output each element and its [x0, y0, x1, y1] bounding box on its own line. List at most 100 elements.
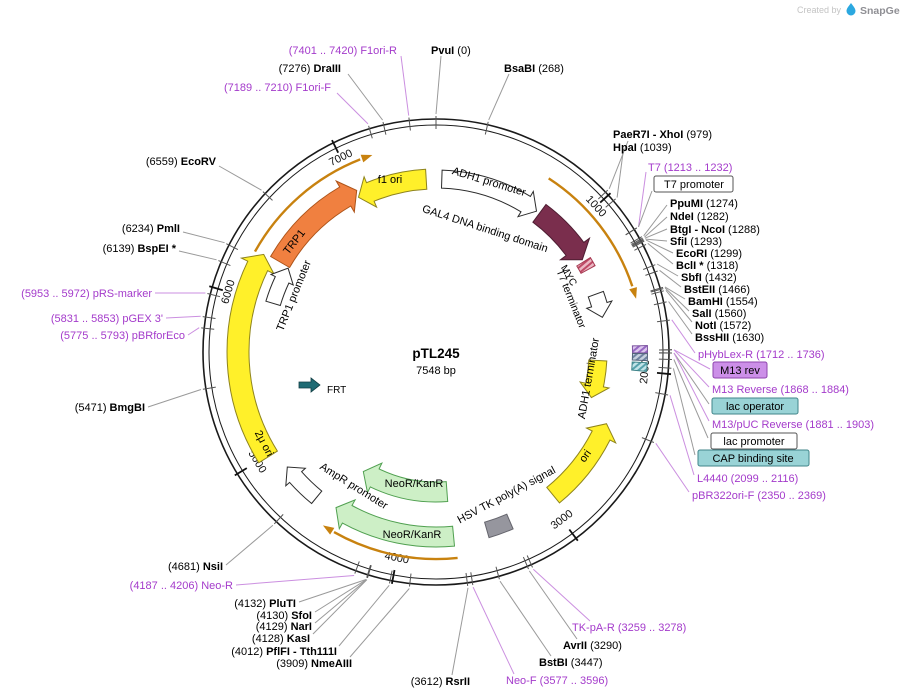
site-label-neo-f[interactable]: Neo-F (3577 .. 3596) [506, 675, 608, 687]
site-label-sali[interactable]: SalI (1560) [692, 308, 746, 320]
site-leader-pflfi-tth111i [338, 584, 390, 647]
site-label-nsii[interactable]: (4681) NsiI [168, 561, 223, 573]
site-tick-t7-promoter [625, 227, 638, 236]
site-label-pbr322ori-f[interactable]: pBR322ori-F (2350 .. 2369) [692, 490, 826, 502]
site-tick-sfii [632, 239, 644, 247]
site-leader-f1ori-f [336, 92, 369, 125]
site-label-lac-promoter[interactable]: lac promoter [710, 432, 798, 450]
site-label-pbrforeco[interactable]: (5775 .. 5793) pBRforEco [60, 330, 185, 342]
site-label-m13-reverse[interactable]: M13 Reverse (1868 .. 1884) [712, 384, 849, 396]
feature-neor-kanr-outer[interactable] [335, 498, 456, 548]
site-label-pmli[interactable]: (6234) PmlI [122, 223, 180, 235]
site-label-sbfi[interactable]: SbfI (1432) [681, 272, 737, 284]
site-label-rsrii[interactable]: (3612) RsrII [411, 676, 470, 688]
site-label-nmeaiii[interactable]: (3909) NmeAIII [276, 658, 352, 670]
feature-f1-ori[interactable] [357, 168, 428, 209]
site-label-bspei[interactable]: (6139) BspEI * [103, 243, 177, 255]
feature-label-f1-ori[interactable]: f1 ori [378, 174, 402, 186]
site-tick-tk-pa-r [526, 555, 533, 568]
site-label-ecori[interactable]: EcoRI (1299) [676, 248, 742, 260]
site-leader-nari [314, 579, 368, 624]
site-label-bsteii[interactable]: BstEII (1466) [684, 284, 750, 296]
feature-lac-operator-site[interactable] [631, 352, 649, 362]
feature-m13-rev-site[interactable] [631, 344, 649, 354]
site-label-sfoi[interactable]: (4130) SfoI [256, 610, 312, 622]
feature-adh1-terminator[interactable] [578, 359, 611, 399]
site-label-neo-r[interactable]: (4187 .. 4206) Neo-R [130, 580, 233, 592]
site-label-t7-promoter[interactable]: T7 promoter [653, 175, 734, 193]
feature-hsv-tk-polya-signal[interactable] [483, 513, 514, 539]
feature-ampr-promoter[interactable] [285, 466, 323, 505]
site-label-lac-operator[interactable]: lac operator [711, 397, 799, 415]
feature-label-neor-kanr-inner[interactable]: NeoR/KanR [385, 478, 444, 490]
site-label-ecorv[interactable]: (6559) EcoRV [146, 156, 217, 168]
site-leader-m13-reverse [673, 349, 710, 388]
site-tick-pbrforeco [201, 327, 215, 330]
site-label-m13-puc-reverse[interactable]: M13/pUC Reverse (1881 .. 1903) [712, 419, 874, 431]
site-label-btgi-ncoi[interactable]: BtgI - NcoI (1288) [670, 224, 760, 236]
site-label-pflfi-tth111i[interactable]: (4012) PflFI - Tth111I [231, 646, 337, 658]
site-tick-ppumi [630, 236, 643, 244]
site-label-sfii[interactable]: SfiI (1293) [670, 236, 722, 248]
site-leader-t7-promoter [638, 190, 653, 228]
site-label-t7[interactable]: T7 (1213 .. 1232) [648, 162, 732, 174]
site-leader-pmli [182, 231, 225, 244]
site-tick-bmgbi [202, 386, 216, 390]
site-label-bsshii[interactable]: BssHII (1630) [695, 332, 764, 344]
site-label-bcli[interactable]: BclI * (1318) [676, 260, 738, 272]
feature-label-ori[interactable]: ori [577, 448, 594, 465]
site-tick-ecori [632, 240, 645, 248]
orf-arc-group [253, 154, 637, 561]
site-label-paer7i-xhoi[interactable]: PaeR7I - XhoI (979) [613, 129, 712, 141]
site-label-tk-pa-r[interactable]: TK-pA-R (3259 .. 3278) [572, 622, 686, 634]
feature-gal4-dna-binding-domain[interactable] [532, 203, 591, 261]
site-label-pvui[interactable]: PvuI (0) [431, 45, 471, 57]
site-tick-bcli [634, 243, 647, 251]
site-label-draiii[interactable]: (7276) DraIII [279, 63, 341, 75]
site-label-m13-rev[interactable]: M13 rev [712, 361, 768, 379]
feature-label-frt[interactable]: FRT [327, 385, 346, 396]
feature-adh1-promoter[interactable] [440, 169, 538, 218]
feature-frt[interactable] [298, 377, 321, 393]
site-label-bstbi[interactable]: BstBI (3447) [539, 657, 603, 669]
site-leader-neo-f [472, 586, 515, 675]
site-label-noti[interactable]: NotI (1572) [695, 320, 751, 332]
site-label-cap-binding-site[interactable]: CAP binding site [697, 449, 810, 467]
site-tick-pluti [366, 565, 371, 578]
feature-trp1[interactable] [269, 179, 358, 269]
watermark-brand: SnapGene [860, 5, 900, 17]
site-leader-sali [664, 287, 690, 312]
feature-label-neor-kanr-outer[interactable]: NeoR/KanR [383, 529, 442, 541]
site-label-bsabi[interactable]: BsaBI (268) [504, 63, 564, 75]
site-label-bmgbi[interactable]: (5471) BmgBI [75, 402, 145, 414]
feature-cap-binding-site-site[interactable] [631, 361, 648, 373]
site-label-nari[interactable]: (4129) NarI [256, 621, 312, 633]
site-label-kasi[interactable]: (4128) KasI [252, 633, 310, 645]
site-label-pluti[interactable]: (4132) PluTI [234, 598, 296, 610]
site-label-ndei[interactable]: NdeI (1282) [670, 211, 729, 223]
site-label-prs-marker[interactable]: (5953 .. 5972) pRS-marker [21, 288, 152, 300]
site-label-hpai[interactable]: HpaI (1039) [613, 142, 672, 154]
feature-trp1-promoter[interactable] [265, 267, 295, 307]
site-leader-ppumi [643, 204, 668, 237]
site-label-avrii[interactable]: AvrII (3290) [563, 640, 622, 652]
site-leader-bmgbi [147, 389, 202, 408]
feature-myc[interactable] [576, 256, 596, 274]
feature-ori[interactable] [546, 423, 617, 504]
feature-2u-ori[interactable] [226, 253, 279, 464]
feature-t7-terminator[interactable] [585, 290, 613, 318]
site-label-pgex-3[interactable]: (5831 .. 5853) pGEX 3' [51, 313, 163, 325]
scale-tick-1000 [599, 192, 612, 204]
site-leader-phyblex-r [671, 319, 696, 354]
site-label-ppumi[interactable]: PpuMI (1274) [670, 198, 738, 210]
site-label-f1ori-r[interactable]: (7401 .. 7420) F1ori-R [289, 45, 397, 57]
site-label-l4440[interactable]: L4440 (2099 .. 2116) [697, 473, 798, 485]
site-label-bamhi[interactable]: BamHI (1554) [688, 296, 758, 308]
feature-neor-kanr-inner[interactable] [362, 462, 449, 503]
site-label-phyblex-r[interactable]: pHybLex-R (1712 .. 1736) [698, 349, 825, 361]
site-label-f1ori-f[interactable]: (7189 .. 7210) F1ori-F [224, 82, 331, 94]
site-tick-ndei [631, 237, 643, 245]
site-leader-bamhi [664, 286, 686, 300]
